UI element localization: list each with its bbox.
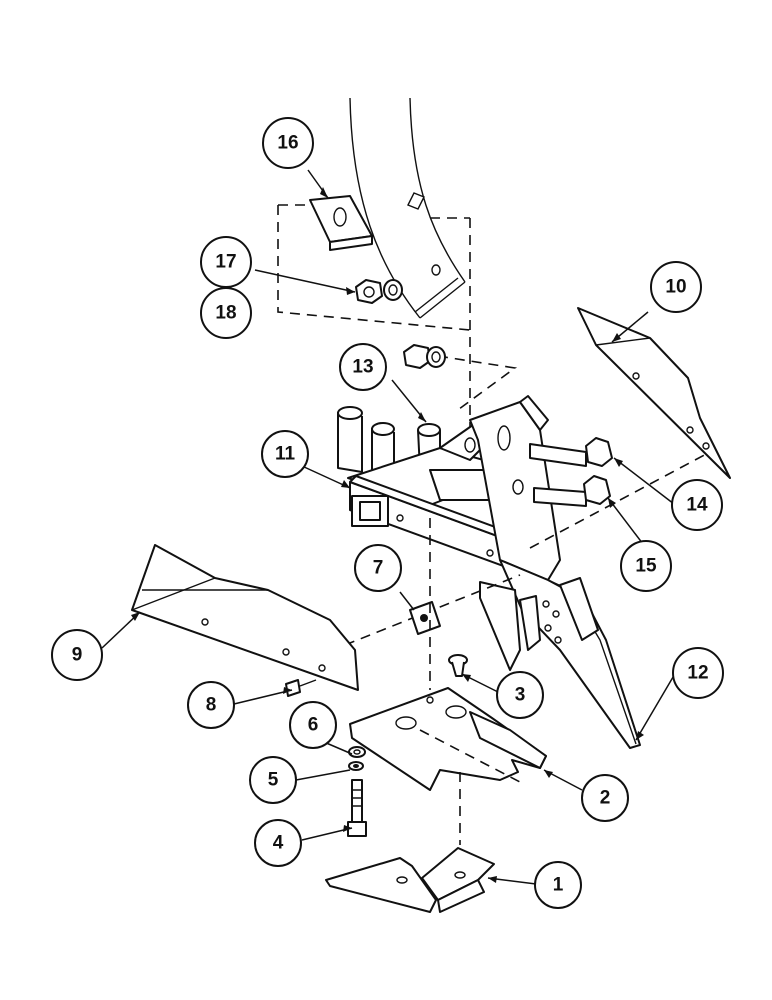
callout-17-label: 17 [215,252,236,273]
callout-10-label: 10 [665,277,686,298]
part-1-tip [325,847,495,913]
callout-16: 16 [262,117,314,169]
part-9-left-wing [131,544,359,691]
part-5-washer [348,761,364,771]
callout-11: 11 [261,430,309,478]
callout-2-label: 2 [600,788,611,809]
callout-3: 3 [496,671,544,719]
callout-5-label: 5 [268,770,279,791]
arrowheads [131,187,644,883]
callout-15: 15 [620,540,672,592]
callout-5: 5 [249,756,297,804]
part-6-washer [348,746,366,758]
callout-3-label: 3 [515,685,526,706]
callout-4: 4 [254,819,302,867]
part-4-bolt [347,779,367,837]
callout-14: 14 [671,479,723,531]
part-3-pin [448,654,468,677]
callout-15-label: 15 [635,556,657,577]
callout-13: 13 [339,343,387,391]
callout-1: 1 [534,861,582,909]
callout-14-label: 14 [686,495,708,516]
callout-12: 12 [672,647,724,699]
callout-6: 6 [289,701,337,749]
callout-17: 17 [200,236,252,288]
part-17-18-nut-washer [355,279,403,304]
callout-16-label: 16 [277,133,298,154]
callout-18-label: 18 [215,303,236,324]
part-15-bolt [533,475,611,507]
part-2-point-base [349,687,547,791]
part-10-right-wing [577,307,731,479]
part-8-bolt [285,679,317,697]
callout-12-label: 12 [687,663,708,684]
callout-11-label: 11 [275,444,296,465]
callout-9-label: 9 [72,645,83,666]
callout-10: 10 [650,261,702,313]
part-7-clip [409,601,441,635]
part-14-bolt [529,437,613,467]
callout-18: 18 [200,287,252,339]
nut-guide-line [437,355,518,413]
callout-4-label: 4 [273,833,284,854]
leader-lines [101,169,677,885]
callout-8-label: 8 [206,695,217,716]
point-guide-line [419,729,521,845]
callout-2: 2 [581,774,629,822]
callout-9: 9 [51,629,103,681]
assembly-nut [403,344,446,369]
mounting-guide-lines [277,204,471,500]
callout-8: 8 [187,681,235,729]
callout-7: 7 [354,544,402,592]
curved-shank [349,97,466,319]
callout-13-label: 13 [352,357,373,378]
callout-6-label: 6 [308,715,319,736]
callout-7-label: 7 [373,558,384,579]
callout-1-label: 1 [553,875,564,896]
part-16-plate [309,195,373,251]
